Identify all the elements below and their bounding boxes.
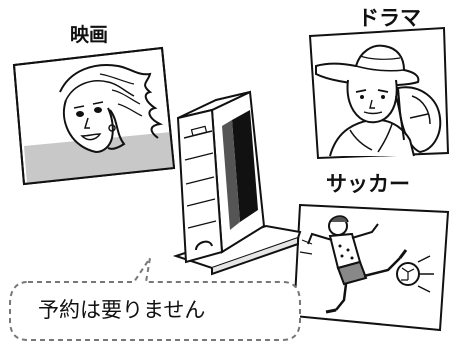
drama-label: ドラマ [358, 6, 421, 30]
speech-bubble [9, 257, 301, 341]
pc-tower [172, 90, 302, 276]
bubble-caption: 予約は要りません [38, 298, 206, 322]
soccer-label: サッカー [326, 172, 410, 196]
soccer-scene [292, 203, 450, 332]
movie-scene [12, 46, 176, 186]
movie-label: 映画 [70, 24, 109, 46]
drama-scene [308, 26, 450, 160]
